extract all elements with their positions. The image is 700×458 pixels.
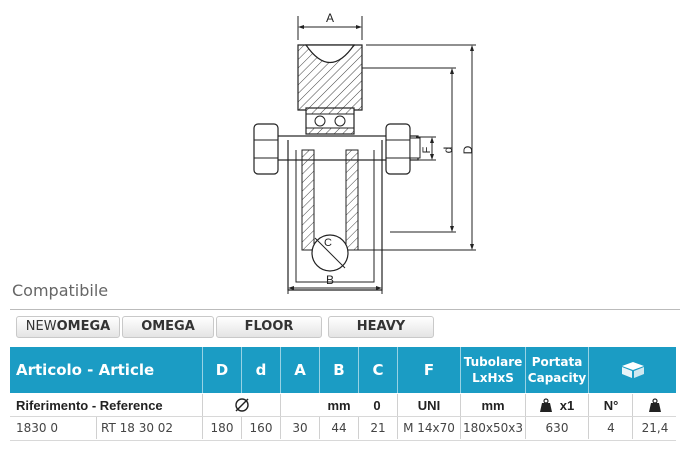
header-portata: Portata Capacity xyxy=(525,347,588,393)
tab-heavy[interactable]: HEAVY xyxy=(328,316,434,338)
units-row: Riferimento - Reference mm 0 UNI mm x1 N… xyxy=(10,394,676,416)
value-tubolare: 180x50x3 xyxy=(460,417,525,439)
tab-label: FLOOR xyxy=(244,319,294,334)
qty-unit: N° xyxy=(588,394,633,416)
header-tubolare-line1: Tubolare xyxy=(463,355,523,369)
reference-label: Riferimento - Reference xyxy=(16,397,163,413)
box-icon xyxy=(622,362,644,378)
dim-label-D: D xyxy=(461,145,475,154)
tab-label-prefix: NEW xyxy=(25,319,57,334)
weight-unit xyxy=(632,394,677,416)
tab-omega[interactable]: OMEGA xyxy=(122,316,214,338)
value-F: M 14x70 xyxy=(397,417,460,439)
value-portata: 630 xyxy=(525,417,588,439)
tab-newomega[interactable]: NEWOMEGA xyxy=(16,316,120,338)
header-C: C xyxy=(358,347,397,393)
dim-label-C: C xyxy=(324,237,332,249)
article-code: 1830 0 xyxy=(16,421,58,435)
divider xyxy=(10,309,680,310)
row-divider xyxy=(10,416,676,417)
value-weight: 21,4 xyxy=(632,417,677,439)
portata-unit: x1 xyxy=(525,394,588,416)
value-A: 30 xyxy=(280,417,319,439)
weight-kg-icon xyxy=(649,398,661,412)
tab-floor[interactable]: FLOOR xyxy=(216,316,322,338)
tab-label: HEAVY xyxy=(356,319,406,334)
c-unit: 0 xyxy=(373,397,381,413)
value-B: 44 xyxy=(319,417,358,439)
dim-label-B: B xyxy=(326,273,334,287)
f-unit: UNI xyxy=(397,394,460,416)
value-d: 160 xyxy=(241,417,280,439)
header-article: Articolo - Article xyxy=(16,361,155,379)
header-package xyxy=(588,347,677,393)
header-tubolare-line2: LxHxS xyxy=(472,371,514,385)
table-row: 1830 0 RT 18 30 02 180 160 30 44 21 M 14… xyxy=(10,417,676,439)
wheel-technical-drawing: A C B F d D xyxy=(253,11,476,294)
header-A: A xyxy=(280,347,319,393)
tab-label: OMEGA xyxy=(141,319,195,334)
portata-multiplier: x1 xyxy=(559,397,575,413)
value-D: 180 xyxy=(202,417,241,439)
header-tubolare: Tubolare LxHxS xyxy=(460,347,525,393)
value-qty: 4 xyxy=(588,417,633,439)
reference-code: RT 18 30 02 xyxy=(96,417,201,439)
header-D: D xyxy=(202,347,241,393)
weight-kg-icon xyxy=(539,398,552,412)
header-F: F xyxy=(397,347,460,393)
table-header: Articolo - Article D d A B C F Tubolare … xyxy=(10,347,676,393)
dimension-unit: mm xyxy=(280,394,397,416)
header-d: d xyxy=(241,347,280,393)
value-C: 21 xyxy=(358,417,397,439)
header-portata-line1: Portata xyxy=(531,355,583,369)
row-divider xyxy=(10,440,676,441)
compatible-label: Compatibile xyxy=(12,281,109,300)
dim-label-A: A xyxy=(326,11,334,25)
diameter-icon xyxy=(234,398,249,412)
dim-label-F: F xyxy=(421,146,433,153)
tubolare-unit: mm xyxy=(460,394,525,416)
header-B: B xyxy=(319,347,358,393)
tab-label: OMEGA xyxy=(56,319,111,334)
dim-label-d: d xyxy=(441,147,455,154)
header-portata-line2: Capacity xyxy=(527,371,587,385)
diameter-unit xyxy=(202,394,280,416)
